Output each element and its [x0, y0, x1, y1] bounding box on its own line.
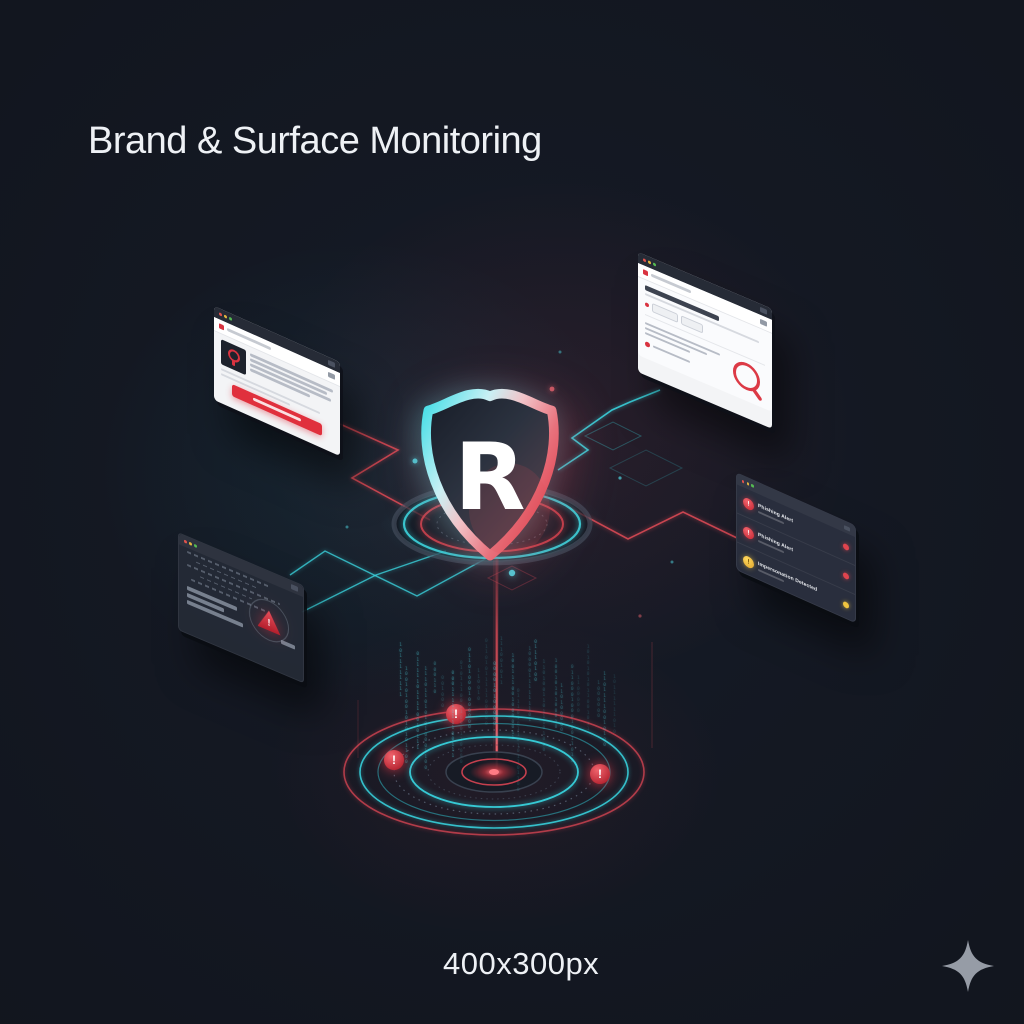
- ornament-diamond-cyan: [583, 421, 643, 451]
- shield-letter: R: [454, 423, 525, 531]
- close-button-dot: [184, 539, 187, 544]
- ornament-diamond-cyan: [608, 449, 684, 487]
- connector-threat-log-a: [289, 550, 499, 597]
- zoom-button-dot: [653, 262, 656, 267]
- warning-circle: !: [249, 592, 289, 650]
- radar-alert-pin: !: [446, 704, 466, 724]
- traffic-lights: [742, 480, 754, 488]
- warning-exclamation: !: [267, 616, 271, 629]
- zoom-button-dot: [194, 544, 197, 548]
- minimize-button-dot: [746, 482, 749, 486]
- window-control-icon: [760, 307, 767, 315]
- zoom-button-dot: [229, 316, 232, 321]
- zoom-button-dot: [751, 484, 754, 488]
- redacted-bar: [187, 599, 244, 628]
- pin-exclamation: !: [392, 753, 396, 767]
- shield-logo: R: [421, 388, 559, 561]
- site-favicon: [219, 323, 224, 331]
- particles: [298, 350, 674, 618]
- phishing-alert-icon: !: [743, 495, 754, 512]
- status-dot: [843, 600, 849, 610]
- warning-triangle-icon: !: [258, 606, 281, 636]
- close-button-dot: [219, 312, 222, 317]
- connector-threat-log-b: [301, 550, 447, 613]
- size-label: 400x300px: [443, 946, 600, 981]
- radar-alert-pin: !: [590, 764, 610, 784]
- radar: [343, 642, 653, 836]
- browser-action-icon: [328, 371, 335, 380]
- impersonation-alert-icon: !: [743, 553, 754, 570]
- pin-exclamation: !: [454, 707, 458, 721]
- minimize-button-dot: [648, 260, 651, 265]
- window-control-icon: [844, 524, 850, 532]
- scan-beam-core: [495, 558, 498, 770]
- phishing-alert-icon: !: [743, 524, 754, 541]
- page-title: Brand & Surface Monitoring: [88, 120, 542, 162]
- site-favicon: [643, 269, 648, 277]
- close-button-dot: [643, 258, 646, 263]
- status-dot: [843, 542, 849, 552]
- minimize-button-dot: [224, 314, 227, 319]
- window-control-icon: [291, 584, 298, 592]
- pin-exclamation: !: [598, 767, 602, 781]
- result-flag-icon: [645, 301, 649, 308]
- sparkle-icon: [942, 940, 994, 992]
- alert-result-icon: [645, 340, 650, 348]
- close-button-dot: [742, 480, 745, 484]
- connector-phishing-page: [339, 423, 431, 521]
- radar-alert-pin: !: [384, 750, 404, 770]
- browser-action-icon: [760, 318, 767, 327]
- minimize-button-dot: [189, 541, 192, 546]
- window-control-icon: [328, 360, 335, 368]
- connector-search-window: [557, 389, 661, 471]
- status-dot: [843, 571, 849, 581]
- ornament-diamond-red: [486, 565, 538, 591]
